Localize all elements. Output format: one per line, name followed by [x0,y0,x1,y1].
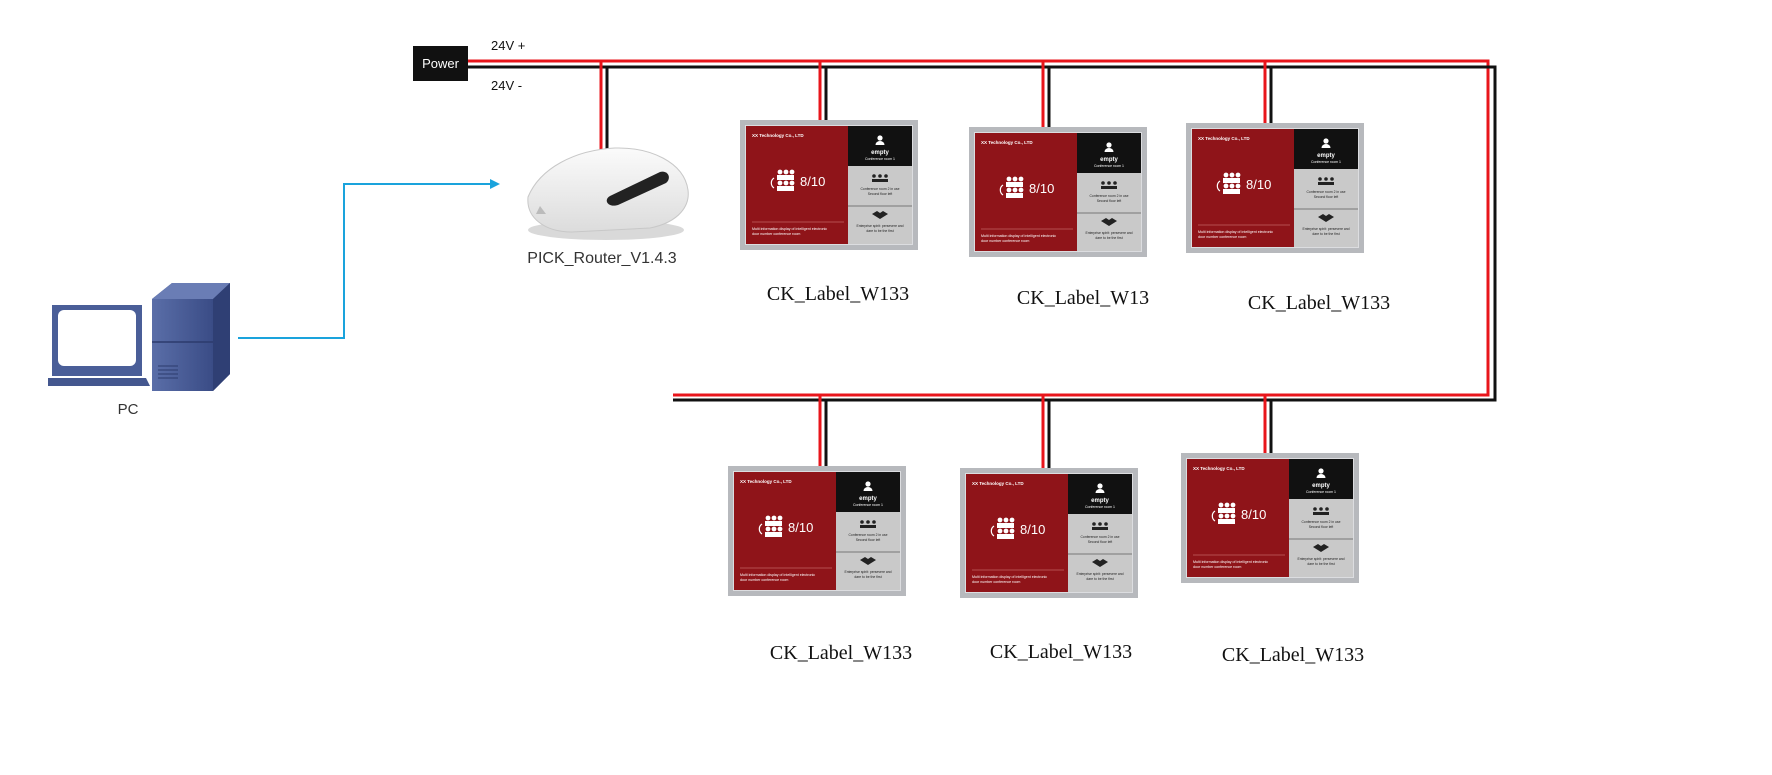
power-label: Power [422,56,460,71]
screen-panel2-line2: Second floor left [856,538,881,542]
screen-company: XX Technology Co., LTD [740,479,792,484]
screen-company: XX Technology Co., LTD [1198,136,1250,141]
screen-panel3-line2: dare to be the first [1312,232,1339,236]
screen-footer-line1: Multi information display of intelligent… [1193,560,1268,564]
label-caption-6: CK_Label_W133 [1222,644,1364,666]
screen-footer-line2: door number conference room [740,578,788,582]
screen-room-status: empty [1317,153,1335,159]
screen-footer-line1: Multi information display of intelligent… [972,575,1047,579]
screen-room-status: empty [1312,483,1330,489]
screen-room-sub: Conference room 1 [1085,505,1115,509]
screen-footer-line1: Multi information display of intelligent… [752,227,827,231]
screen-occupancy: 8/10 [800,174,825,189]
screen-footer-line2: door number conference room [752,232,800,236]
router-icon [527,147,689,240]
screen-room-sub: Conference room 1 [1311,160,1341,164]
screen-room-status: empty [859,496,877,502]
screen-panel2-line2: Second floor left [1309,525,1334,529]
screen-footer-line1: Multi information display of intelligent… [981,234,1056,238]
negative-voltage-label: 24V - [491,78,522,93]
screen-panel2-line1: Conference room 2 in use [1089,194,1128,198]
screen-room-status: empty [1091,498,1109,504]
screen-occupancy: 8/10 [1241,507,1266,522]
screen-occupancy: 8/10 [1029,181,1054,196]
screen-occupancy: 8/10 [788,520,813,535]
screen-room-sub: Conference room 1 [865,157,895,161]
pc-icon [48,283,230,391]
screen-room-sub: Conference room 1 [853,503,883,507]
screen-footer-line1: Multi information display of intelligent… [1198,230,1273,234]
screen-room-status: empty [1100,157,1118,163]
screen-footer-line2: door number conference room [1198,235,1246,239]
screen-company: XX Technology Co., LTD [1193,466,1245,471]
screen-footer-line2: door number conference room [972,580,1020,584]
screen-panel3-line1: Enterprise spirit: persevere and [1076,572,1123,576]
screen-panel2-line1: Conference room 2 in use [1301,520,1340,524]
power-supply: Power 24V + 24V - [413,38,525,93]
screen-company: XX Technology Co., LTD [981,140,1033,145]
screen-room-sub: Conference room 1 [1306,490,1336,494]
screen-panel2-line1: Conference room 2 in use [860,187,899,191]
power-wiring [468,59,1497,468]
screen-panel2-line2: Second floor left [1097,199,1122,203]
screen-room-sub: Conference room 1 [1094,164,1124,168]
screen-panel2-line2: Second floor left [1314,195,1339,199]
positive-voltage-label: 24V + [491,38,525,53]
screen-company: XX Technology Co., LTD [972,481,1024,486]
screen-footer-line2: door number conference room [981,239,1029,243]
power-box [413,46,468,81]
screen-panel3-line2: dare to be the first [866,229,893,233]
screen-room-status: empty [871,150,889,156]
screen-panel3-line1: Enterprise spirit: persevere and [1302,227,1349,231]
screen-company: XX Technology Co., LTD [752,133,804,138]
label-caption-1: CK_Label_W133 [767,283,909,305]
screen-panel3-line2: dare to be the first [854,575,881,579]
screen-panel3-line1: Enterprise spirit: persevere and [844,570,891,574]
screen-panel3-line2: dare to be the first [1086,577,1113,581]
screen-occupancy: 8/10 [1246,177,1271,192]
screen-panel2-line1: Conference room 2 in use [1306,190,1345,194]
positive-bus-top [468,59,1490,397]
screen-panel2-line1: Conference room 2 in use [848,533,887,537]
screen-panel3-line2: dare to be the first [1307,562,1334,566]
screen-occupancy: 8/10 [1020,522,1045,537]
screen-panel2-line2: Second floor left [1088,540,1113,544]
negative-bus-top [468,65,1497,402]
data-link-arrow [238,179,500,339]
screen-footer-line1: Multi information display of intelligent… [740,573,815,577]
pc-label: PC [118,401,139,418]
screen-panel2-line2: Second floor left [868,192,893,196]
screen-panel3-line1: Enterprise spirit: persevere and [1297,557,1344,561]
screen-footer-line2: door number conference room [1193,565,1241,569]
label-caption-2: CK_Label_W13 [1017,287,1149,309]
router-label: PICK_Router_V1.4.3 [527,250,677,267]
screen-panel3-line1: Enterprise spirit: persevere and [1085,231,1132,235]
screen-panel2-line1: Conference room 2 in use [1080,535,1119,539]
screen-panel3-line2: dare to be the first [1095,236,1122,240]
label-caption-3: CK_Label_W133 [1248,292,1390,314]
screen-panel3-line1: Enterprise spirit: persevere and [856,224,903,228]
label-caption-4: CK_Label_W133 [770,642,912,664]
label-caption-5: CK_Label_W133 [990,641,1132,663]
